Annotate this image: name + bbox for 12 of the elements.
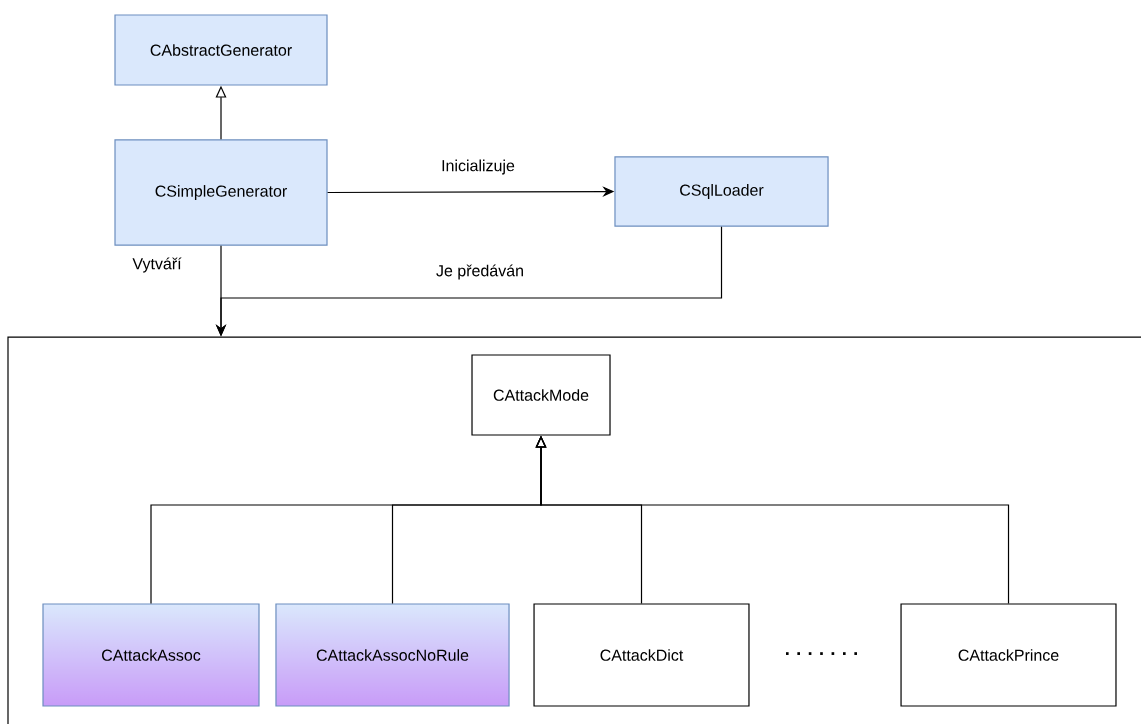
class-box: CSimpleGenerator: [114, 139, 328, 246]
class-box: CAttackDict: [533, 603, 750, 707]
class-box: CAttackAssocNoRule: [275, 603, 510, 707]
class-box: CSqlLoader: [614, 156, 829, 227]
edge-label: Inicializuje: [439, 158, 517, 176]
ellipsis-label: · · · · · · ·: [785, 652, 857, 655]
class-box: CAttackMode: [471, 354, 611, 436]
class-box: CAttackAssoc: [42, 603, 260, 707]
class-box: CAbstractGenerator: [114, 14, 328, 86]
edge-label: Je předáván: [434, 263, 526, 281]
edge-label: Vytváří: [131, 256, 183, 274]
class-box: CAttackPrince: [900, 603, 1117, 707]
